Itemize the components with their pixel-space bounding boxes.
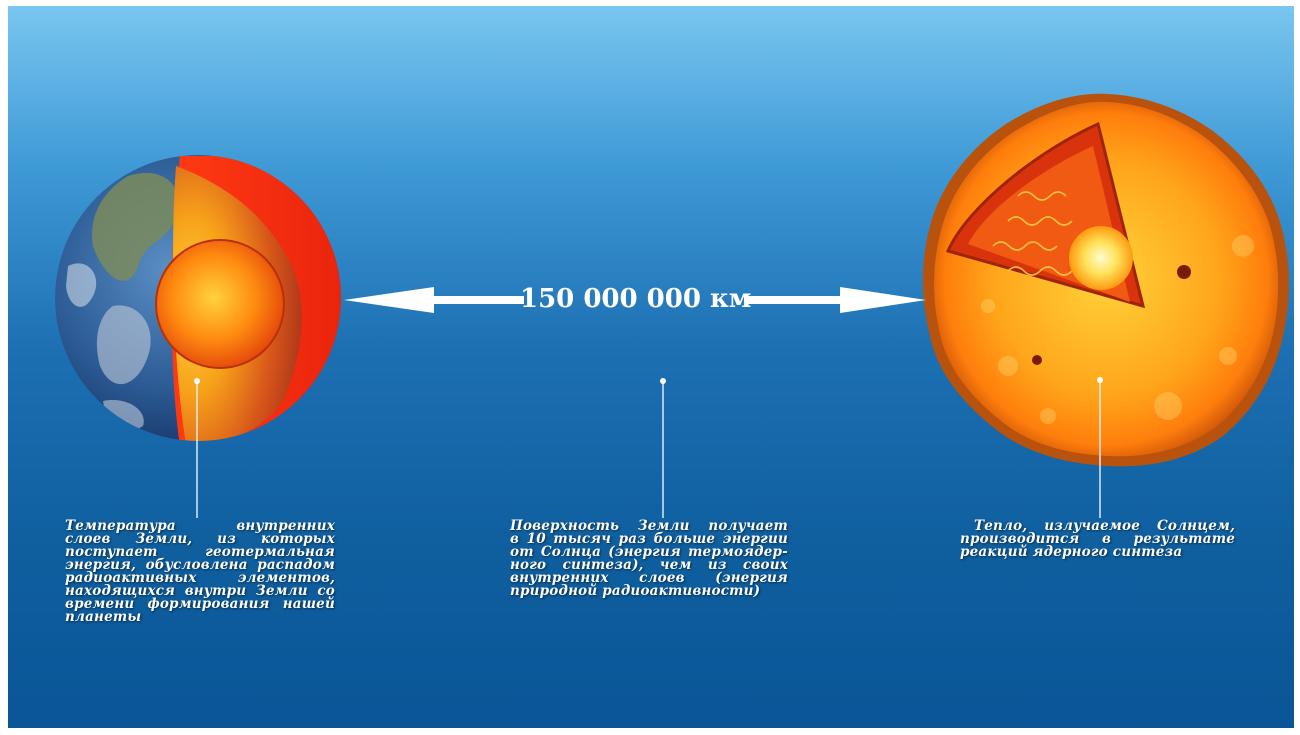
middle-leader-dot <box>660 378 666 384</box>
earth-caption: Температура внутренних слоев Земли, из к… <box>65 520 335 624</box>
middle-caption: Поверхность Земли получает в 10 тысяч ра… <box>510 520 788 598</box>
arrow-right-head <box>746 287 926 313</box>
sunspot <box>1032 355 1042 365</box>
infographic-scene: 150 000 000 км Температура внутренних сл… <box>8 6 1294 728</box>
earth-leader-dot <box>194 378 200 384</box>
sun-core <box>1069 226 1133 290</box>
arrow-left-head <box>344 287 524 313</box>
sun-illustration <box>923 94 1289 467</box>
earth-caption-line: планеты <box>65 611 335 624</box>
sun-caption: Тепло, излучаемое Солнцем, производится … <box>960 520 1235 559</box>
sunspot <box>1177 265 1191 279</box>
leader-lines <box>197 380 1100 518</box>
distance-label: 150 000 000 км <box>520 282 745 316</box>
middle-caption-line: природной радиоактивности) <box>510 585 788 598</box>
earth-core <box>156 240 284 368</box>
sun-leader-dot <box>1097 377 1103 383</box>
sun-caption-line: реакций ядерного синтеза <box>960 546 1235 559</box>
